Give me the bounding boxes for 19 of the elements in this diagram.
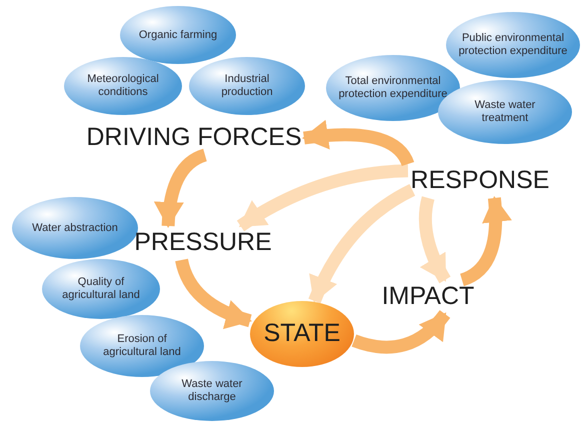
stage-label: RESPONSE — [408, 164, 552, 198]
stage-label: DRIVING FORCES — [84, 121, 304, 155]
indicator-ellipse: Industrial production — [189, 57, 305, 115]
indicator-ellipse: Erosion of agricultural land — [80, 315, 204, 377]
stage-label: IMPACT — [378, 280, 478, 314]
curved-arrow — [308, 184, 416, 304]
curved-arrow — [236, 164, 408, 232]
indicator-ellipse: Organic farming — [120, 6, 236, 64]
indicator-ellipse: Public environmental protection expenditure — [446, 12, 580, 78]
indicator-ellipse: Quality of agricultural land — [42, 259, 160, 319]
curved-arrow — [418, 196, 451, 284]
stage-label: PRESSURE — [136, 226, 270, 260]
state-ellipse: STATE — [250, 301, 354, 367]
curved-arrow — [460, 196, 512, 286]
curved-arrow — [302, 120, 414, 167]
indicator-ellipse: Waste water discharge — [150, 361, 274, 421]
indicator-ellipse: Total environmental protection expenditure — [326, 55, 460, 121]
indicator-ellipse: Meteorological conditions — [64, 57, 182, 115]
curved-arrow — [352, 310, 450, 354]
